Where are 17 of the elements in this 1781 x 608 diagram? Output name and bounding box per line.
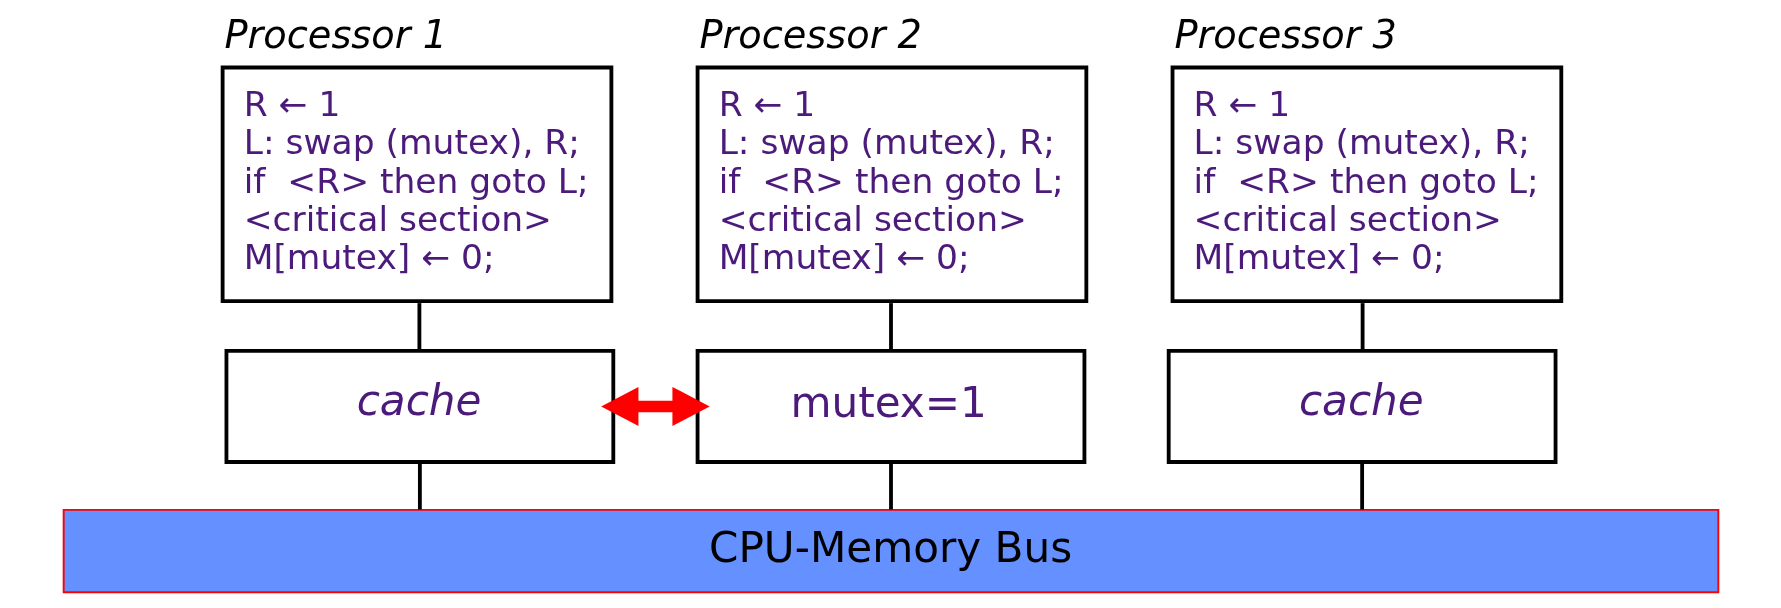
node-label: Processor 2 — [698, 12, 922, 58]
node-label: Processor 1 — [224, 12, 447, 58]
node-box: mutex=1 — [695, 349, 1086, 464]
connector — [888, 303, 893, 351]
connector — [888, 462, 893, 510]
connector — [417, 462, 422, 510]
node-box: R ← 1 L: swap (mutex), R; if <R> then goto L; <critical section> M[mutex] ← 0; — [695, 65, 1088, 304]
node-box: R ← 1 L: swap (mutex), R; if <R> then goto L; <critical section> M[mutex] ← 0; — [220, 65, 613, 304]
connector — [417, 303, 421, 351]
node-label: Processor 3 — [1173, 12, 1397, 58]
node-box: CPU-Memory Bus — [62, 508, 1719, 594]
node-box: R ← 1 L: swap (mutex), R; if <R> then goto L; <critical section> M[mutex] ← 0; — [1170, 65, 1563, 304]
node-box: cache — [1166, 349, 1557, 464]
connector — [1359, 462, 1364, 510]
node-box: cache — [224, 349, 615, 464]
arrow — [600, 386, 710, 426]
connector — [1360, 303, 1364, 351]
